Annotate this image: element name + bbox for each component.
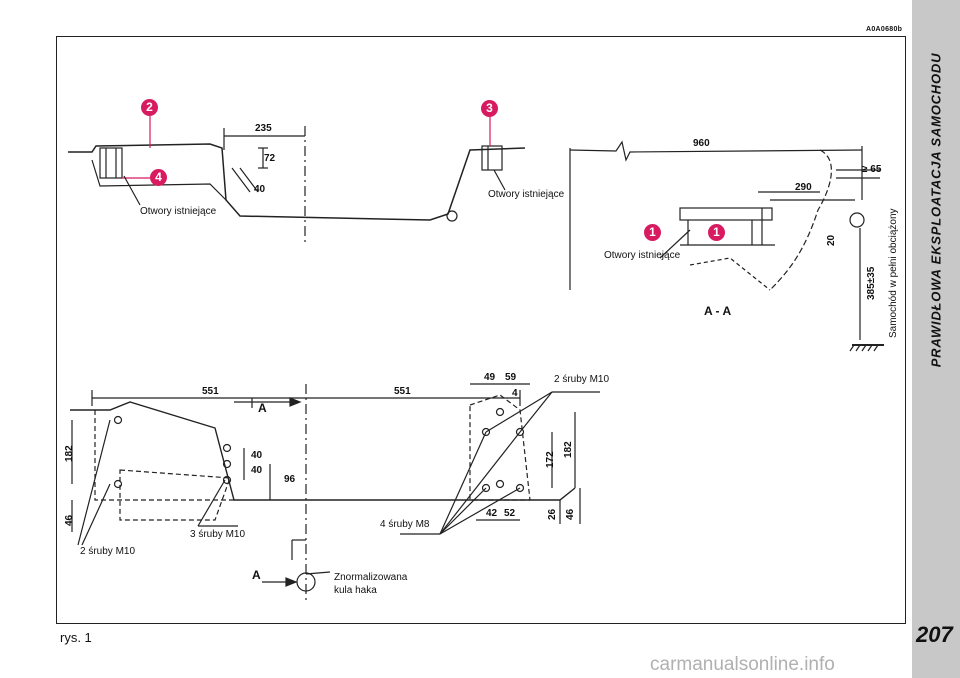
dim-4: 4 [512, 388, 518, 399]
label-2-bolts-m10-left: 2 śruby M10 [80, 546, 136, 557]
dim-46-right: 46 [565, 508, 576, 520]
dim-52: 52 [504, 508, 516, 519]
marker-2: 2 [141, 99, 158, 116]
label-tow-ball-line1: Znormalizowana [334, 572, 408, 583]
marker-3: 3 [481, 100, 498, 117]
dim-46-left: 46 [64, 514, 75, 526]
dim-385: 385±35 [866, 266, 877, 300]
dim-551-right: 551 [394, 386, 411, 397]
dim-96: 96 [284, 474, 296, 485]
dim-960: 960 [693, 138, 710, 149]
dim-40-b: 40 [251, 465, 263, 476]
dim-42: 42 [486, 508, 498, 519]
dim-59: 59 [505, 372, 517, 383]
section-title: A - A [704, 304, 732, 318]
dim-235: 235 [255, 123, 272, 134]
label-fully-loaded: Samochód w pełni obciążony [888, 208, 899, 338]
sidebar [912, 0, 960, 678]
section-mark-a-bottom: A [252, 568, 261, 582]
section-mark-a-top: A [258, 401, 267, 415]
dim-182-left: 182 [64, 445, 75, 462]
label-2-bolts-m10-right: 2 śruby M10 [554, 374, 610, 385]
dim-26: 26 [547, 508, 558, 520]
dim-49: 49 [484, 372, 496, 383]
label-holes-left: Otwory istniejące [140, 206, 217, 217]
label-4-bolts-m8: 4 śruby M8 [380, 519, 430, 530]
figure-code: A0A0680b [866, 26, 903, 33]
marker-4: 4 [150, 169, 167, 186]
dim-40: 40 [254, 184, 266, 195]
dim-290: 290 [795, 182, 812, 193]
dim-72: 72 [264, 153, 276, 164]
page-number: 207 [916, 622, 953, 647]
section-title-vertical: PRAWIDŁOWA EKSPLOATACJA SAMOCHODU [928, 52, 944, 368]
marker-1a: 1 [644, 224, 661, 241]
figure-caption: rys. 1 [60, 630, 92, 645]
marker-1b: 1 [708, 224, 725, 241]
dim-20: 20 [826, 234, 837, 246]
figure-frame [56, 36, 906, 624]
label-3-bolts-m10: 3 śruby M10 [190, 529, 246, 540]
label-holes-section: Otwory istniejące [604, 250, 681, 261]
dim-182-right: 182 [563, 441, 574, 458]
label-tow-ball-line2: kula haka [334, 585, 377, 596]
dim-40-a: 40 [251, 450, 263, 461]
label-holes-right: Otwory istniejące [488, 189, 565, 200]
dim-551-left: 551 [202, 386, 219, 397]
watermark: carmanualsonline.info [650, 654, 835, 675]
dim-172: 172 [545, 451, 556, 468]
dim-65: ≥ 65 [862, 164, 882, 175]
